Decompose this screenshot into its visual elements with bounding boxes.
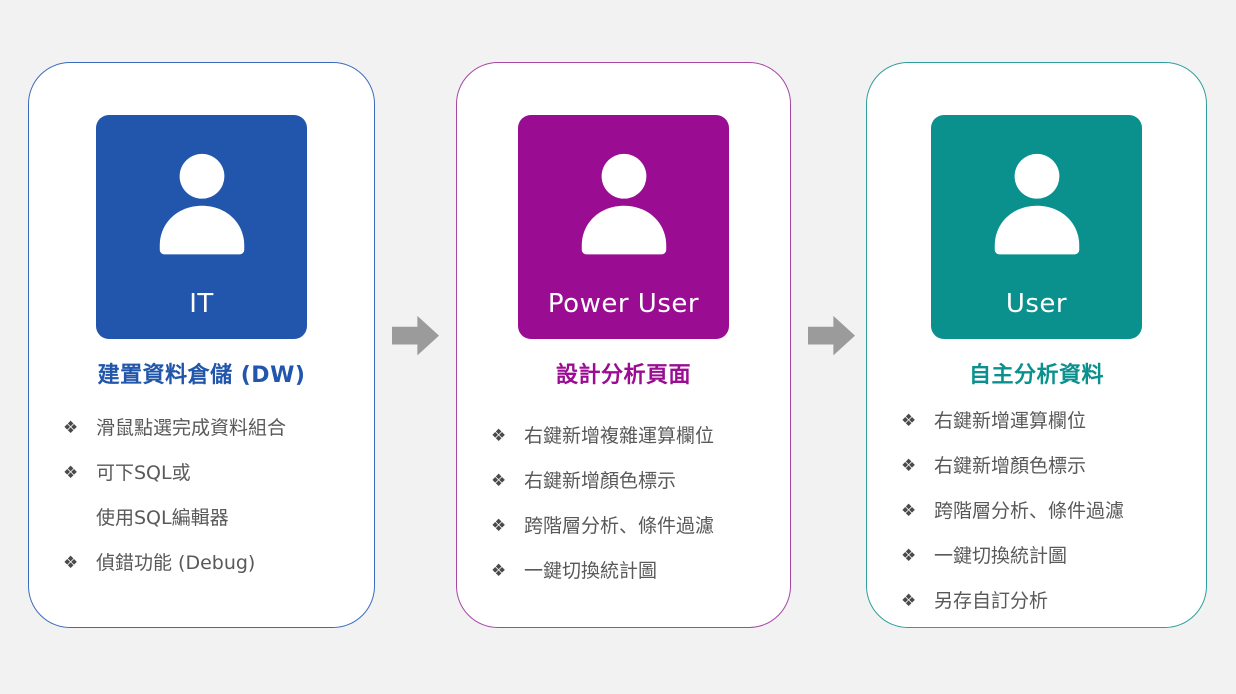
list-item-text: 右鍵新增顏色標示 — [524, 470, 677, 492]
list-item: ❖ 偵錯功能 (Debug) — [63, 548, 364, 578]
list-item-text: 偵錯功能 (Debug) — [96, 552, 256, 574]
feature-list-power-user: ❖ 右鍵新增複雜運算欄位 ❖ 右鍵新增顏色標示 ❖ 跨階層分析、條件過濾 ❖ 一… — [457, 421, 790, 586]
card-title-it: 建置資料倉儲 (DW) — [97, 363, 306, 388]
card-it: IT 建置資料倉儲 (DW) ❖ 滑鼠點選完成資料組合 ❖ 可下SQL或 ❖ 使… — [28, 62, 375, 628]
diamond-bullet-icon: ❖ — [491, 516, 507, 536]
it-role-square: IT — [96, 115, 307, 339]
list-item-text: 滑鼠點選完成資料組合 — [96, 417, 287, 439]
list-item: ❖ 跨階層分析、條件過濾 — [491, 511, 780, 541]
card-user: User 自主分析資料 ❖ 右鍵新增運算欄位 ❖ 右鍵新增顏色標示 ❖ 跨階層分… — [866, 62, 1207, 628]
diamond-bullet-icon: ❖ — [63, 418, 79, 438]
list-item-text: 可下SQL或 — [96, 462, 191, 484]
list-item-text: 一鍵切換統計圖 — [934, 545, 1068, 567]
feature-list-it: ❖ 滑鼠點選完成資料組合 ❖ 可下SQL或 ❖ 使用SQL編輯器 ❖ 偵錯功能 … — [29, 413, 374, 578]
list-item: ❖ 滑鼠點選完成資料組合 — [63, 413, 364, 443]
diamond-bullet-icon: ❖ — [491, 426, 507, 446]
list-item: ❖ 可下SQL或 — [63, 458, 364, 488]
list-item: ❖ 一鍵切換統計圖 — [491, 556, 780, 586]
diamond-bullet-icon: ❖ — [491, 561, 507, 581]
list-item: ❖ 右鍵新增顏色標示 — [901, 451, 1196, 481]
diamond-bullet-icon: ❖ — [901, 546, 917, 566]
diamond-bullet-icon: ❖ — [901, 591, 917, 611]
card-power-user: Power User 設計分析頁面 ❖ 右鍵新增複雜運算欄位 ❖ 右鍵新增顏色標… — [456, 62, 791, 628]
person-icon — [518, 115, 729, 291]
power-user-role-square: Power User — [518, 115, 729, 339]
list-item: ❖ 一鍵切換統計圖 — [901, 541, 1196, 571]
list-item: ❖ 右鍵新增顏色標示 — [491, 466, 780, 496]
list-item-text: 右鍵新增複雜運算欄位 — [524, 425, 715, 447]
user-role-square: User — [931, 115, 1142, 339]
card-title-power-user: 設計分析頁面 — [555, 363, 691, 388]
person-icon — [931, 115, 1142, 291]
list-item: ❖ 跨階層分析、條件過濾 — [901, 496, 1196, 526]
list-item-text: 跨階層分析、條件過濾 — [934, 500, 1125, 522]
list-item-text: 使用SQL編輯器 — [96, 507, 229, 529]
diamond-bullet-icon: ❖ — [901, 411, 917, 431]
card-title-user: 自主分析資料 — [968, 363, 1104, 388]
list-item-text: 跨階層分析、條件過濾 — [524, 515, 715, 537]
list-item: ❖ 右鍵新增運算欄位 — [901, 406, 1196, 436]
role-label-power-user: Power User — [547, 289, 700, 319]
feature-list-user: ❖ 右鍵新增運算欄位 ❖ 右鍵新增顏色標示 ❖ 跨階層分析、條件過濾 ❖ 一鍵切… — [867, 406, 1206, 616]
list-item: ❖ 右鍵新增複雜運算欄位 — [491, 421, 780, 451]
list-item-text: 另存自訂分析 — [934, 590, 1049, 612]
diamond-bullet-icon: ❖ — [491, 471, 507, 491]
diamond-bullet-icon: ❖ — [901, 456, 917, 476]
person-icon — [96, 115, 307, 291]
diamond-bullet-icon: ❖ — [901, 501, 917, 521]
right-arrow-icon — [808, 314, 855, 360]
list-item-continuation: ❖ 使用SQL編輯器 — [63, 503, 364, 533]
diamond-bullet-icon: ❖ — [63, 463, 79, 483]
list-item-text: 右鍵新增顏色標示 — [934, 455, 1087, 477]
list-item-text: 右鍵新增運算欄位 — [934, 410, 1087, 432]
role-label-it: IT — [189, 289, 214, 319]
list-item: ❖ 另存自訂分析 — [901, 586, 1196, 616]
diamond-bullet-icon: ❖ — [63, 553, 79, 573]
right-arrow-icon — [392, 314, 439, 360]
list-item-text: 一鍵切換統計圖 — [524, 560, 658, 582]
role-label-user: User — [1005, 289, 1068, 319]
